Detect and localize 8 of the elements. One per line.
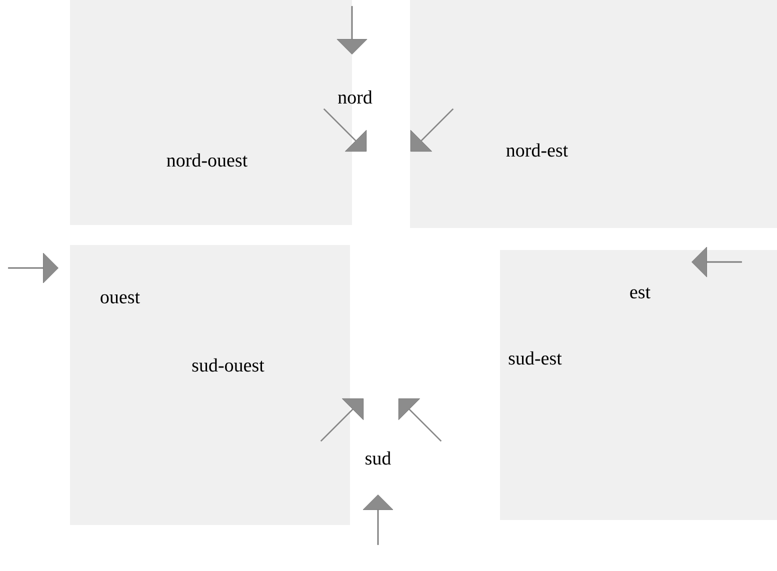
direction-label: sud-ouest: [192, 358, 264, 372]
direction-label: est: [630, 288, 650, 298]
direction-label: sud: [366, 451, 391, 465]
direction-label: sud-est: [508, 351, 562, 365]
direction-label: ouest: [100, 292, 140, 304]
direction-label: nord-est: [506, 143, 568, 157]
direction-label: nord: [338, 90, 372, 104]
direction-label: nord-ouest: [166, 153, 248, 167]
